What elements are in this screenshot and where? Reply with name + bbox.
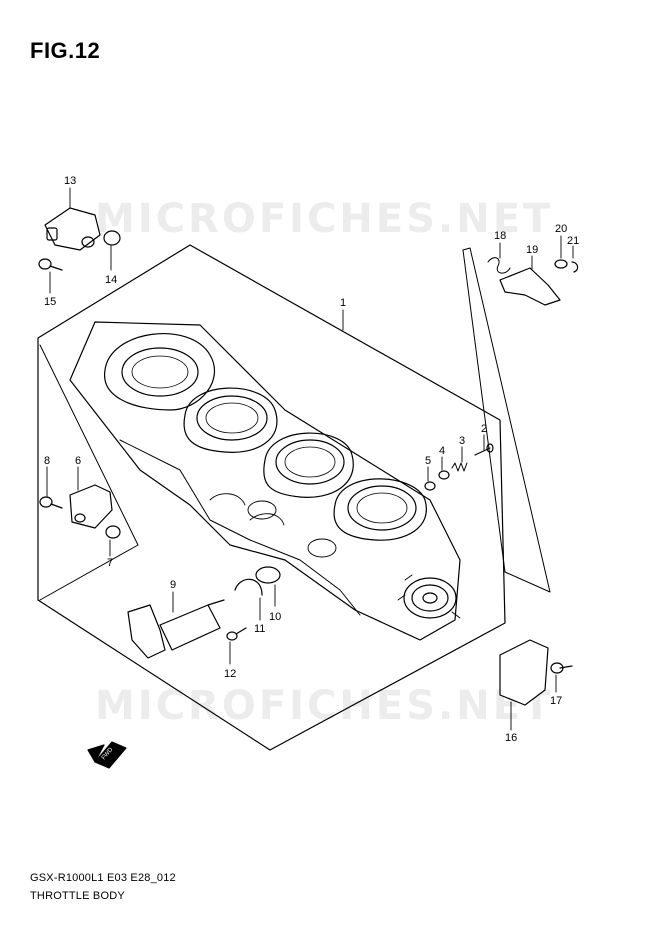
model-code: GSX-R1000L1 E03 E28_012 (30, 872, 176, 884)
part-16-bracket (499, 639, 549, 706)
part-13-sensor (44, 207, 101, 251)
part-15-screw (38, 258, 63, 271)
part-2-screw (474, 443, 494, 456)
linkage-group-outline (462, 247, 551, 593)
part-5-oring (424, 481, 436, 491)
part-3-spring (451, 462, 468, 472)
callout-21: 21 (567, 235, 579, 247)
callout-4: 4 (439, 445, 445, 457)
part-4-washer (438, 470, 450, 480)
throttle-body (69, 321, 461, 641)
assembly-name: THROTTLE BODY (30, 890, 125, 902)
callout-15: 15 (44, 296, 56, 308)
callout-10: 10 (269, 611, 281, 623)
watermark-top: MICROFICHES.NET (95, 196, 554, 242)
part-8-screw (39, 496, 63, 509)
callout-16: 16 (505, 732, 517, 744)
part-7-oring (105, 525, 121, 539)
part-21-clip (571, 261, 579, 273)
callout-12: 12 (224, 668, 236, 680)
callout-8: 8 (44, 455, 50, 467)
callout-3: 3 (459, 435, 465, 447)
part-20-washer (554, 259, 568, 269)
part-14-oring (103, 230, 121, 246)
callout-6: 6 (75, 455, 81, 467)
part-18-spring (487, 257, 511, 274)
callout-13: 13 (64, 175, 76, 187)
part-6-sensor (69, 484, 113, 529)
callout-5: 5 (425, 455, 431, 467)
callout-11: 11 (254, 623, 265, 635)
callout-7: 7 (107, 557, 113, 569)
callout-14: 14 (105, 274, 117, 286)
part-11-clamp (234, 578, 263, 596)
part-10-oring (255, 566, 281, 584)
part-17-screw (550, 662, 573, 674)
callout-2: 2 (481, 423, 487, 435)
callout-19: 19 (526, 244, 538, 256)
callout-17: 17 (550, 695, 562, 707)
leader-lines (46, 187, 574, 731)
callout-9: 9 (170, 579, 176, 591)
callout-18: 18 (494, 230, 506, 242)
part-19-lever (499, 267, 561, 306)
fwd-arrow-icon: FWD (87, 741, 127, 769)
part-12-screw (226, 627, 247, 641)
callout-labels: 1 2 3 4 5 6 7 8 9 10 11 12 13 14 15 16 1… (44, 175, 579, 744)
callout-1: 1 (340, 297, 346, 309)
sensor-group-outline (39, 344, 139, 601)
callout-20: 20 (555, 223, 567, 235)
figure-title: FIG.12 (30, 38, 101, 63)
part-9-sensor (127, 599, 225, 659)
assembly-outline (37, 244, 506, 751)
